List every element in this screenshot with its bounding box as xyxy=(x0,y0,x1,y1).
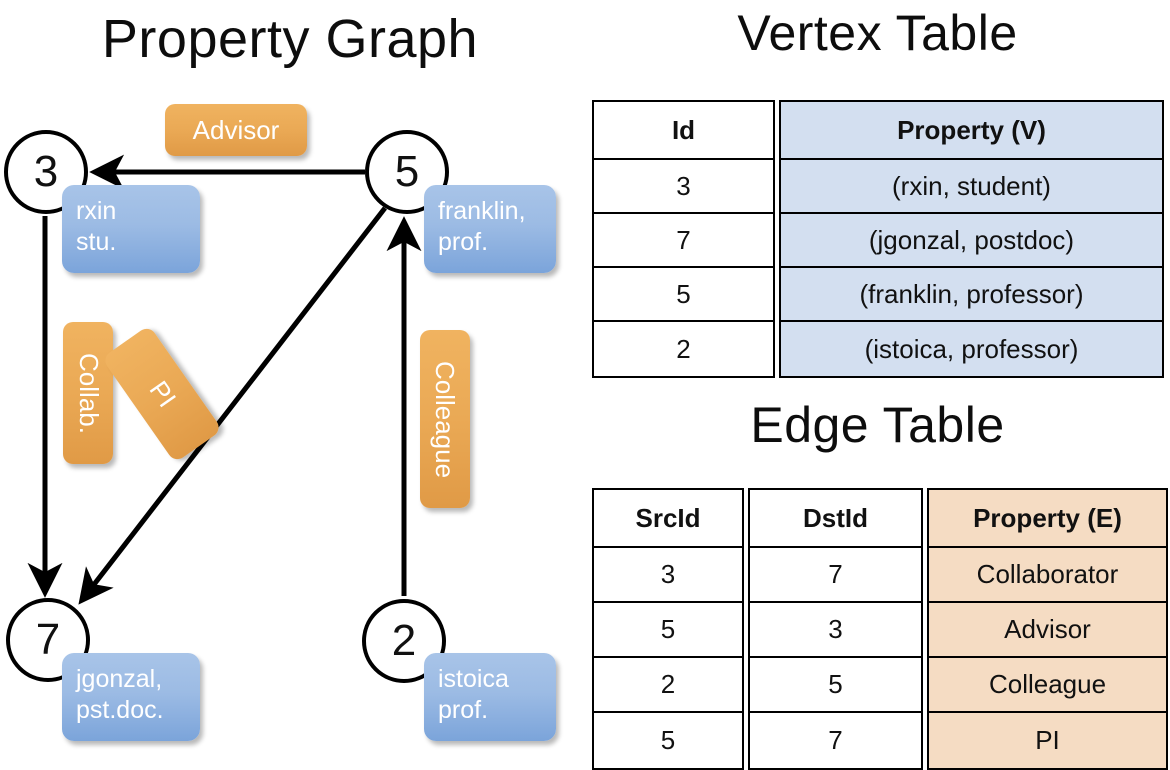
vertex-table-cell-property: (istoica, professor) xyxy=(864,333,1079,364)
edge-table-cell-srcid: 2 xyxy=(594,658,742,713)
edge-table-cell-property: Colleague xyxy=(929,658,1166,713)
vertex-table-cell-property: (franklin, professor) xyxy=(781,268,1162,322)
edge-table-header-property: Property (E) xyxy=(929,490,1166,548)
vertex-property-box-5: franklin, prof. xyxy=(424,185,556,273)
vertex-table-cell-property: (rxin, student) xyxy=(781,160,1162,214)
edge-table-property-column: Property (E) Collaborator Advisor Collea… xyxy=(927,488,1168,770)
edge-label-colleague: Colleague xyxy=(420,330,470,508)
edge-label-collab: Collab. xyxy=(63,322,113,464)
edge-table-header-srcid: SrcId xyxy=(594,490,742,548)
vertex-table-cell-property: (jgonzal, postdoc) xyxy=(781,214,1162,268)
edge-table-cell-dstid: 7 xyxy=(750,548,921,603)
property-graph-diagram: 3 5 7 2 rxin stu. franklin, prof. jgonza… xyxy=(0,0,580,760)
edge-table-cell-property: Collaborator xyxy=(929,548,1166,603)
vertex-table-cell-id: 2 xyxy=(676,333,691,364)
vertex-table-header-id: Id xyxy=(594,102,773,160)
vertex-table: Id 3 7 5 2 Property (V) (rxin, student) … xyxy=(592,100,1164,378)
edge-label-collab-text: Collab. xyxy=(73,352,104,434)
page-title-edge-table: Edge Table xyxy=(750,397,1005,453)
edge-table-cell-property: PI xyxy=(1035,725,1060,755)
vertex-property-box-3: rxin stu. xyxy=(62,185,200,273)
vertex-table-cell-id: 3 xyxy=(594,160,773,214)
page-title-property-graph: Property Graph xyxy=(101,9,479,69)
graph-vertex-5[interactable]: 5 xyxy=(365,130,449,214)
edge-table: SrcId 3 5 2 5 DstId 7 3 5 7 Property (E)… xyxy=(592,488,1168,770)
page-title-vertex-table: Vertex Table xyxy=(737,5,1018,61)
vertex-table-cell-id: 5 xyxy=(594,268,773,322)
edge-table-cell-dstid: 7 xyxy=(828,725,843,755)
edge-table-cell-srcid: 5 xyxy=(594,603,742,658)
vertex-property-box-7: jgonzal, pst.doc. xyxy=(62,653,200,741)
edge-table-cell-dstid: 5 xyxy=(750,658,921,713)
vertex-table-id-column: Id 3 7 5 2 xyxy=(592,100,775,378)
graph-edge-lines xyxy=(27,154,422,605)
edge-line-pi xyxy=(78,206,387,605)
edge-label-pi-text: PI xyxy=(143,375,182,413)
vertex-table-header-property: Property (V) xyxy=(781,102,1162,160)
edge-label-advisor: Advisor xyxy=(165,104,307,156)
edge-table-header-dstid: DstId xyxy=(750,490,921,548)
edge-table-cell-property: Advisor xyxy=(929,603,1166,658)
edge-label-colleague-text: Colleague xyxy=(430,360,461,478)
edge-table-cell-srcid: 3 xyxy=(594,548,742,603)
edge-table-cell-dstid: 3 xyxy=(750,603,921,658)
edge-label-advisor-text: Advisor xyxy=(192,114,280,145)
edge-table-cell-srcid: 5 xyxy=(660,725,676,755)
vertex-property-box-2: istoica prof. xyxy=(424,653,556,741)
edge-table-dstid-column: DstId 7 3 5 7 xyxy=(748,488,923,770)
vertex-table-cell-id: 7 xyxy=(594,214,773,268)
graph-vertex-2[interactable]: 2 xyxy=(362,599,446,683)
edge-table-srcid-column: SrcId 3 5 2 5 xyxy=(592,488,744,770)
vertex-table-property-column: Property (V) (rxin, student) (jgonzal, p… xyxy=(779,100,1164,378)
